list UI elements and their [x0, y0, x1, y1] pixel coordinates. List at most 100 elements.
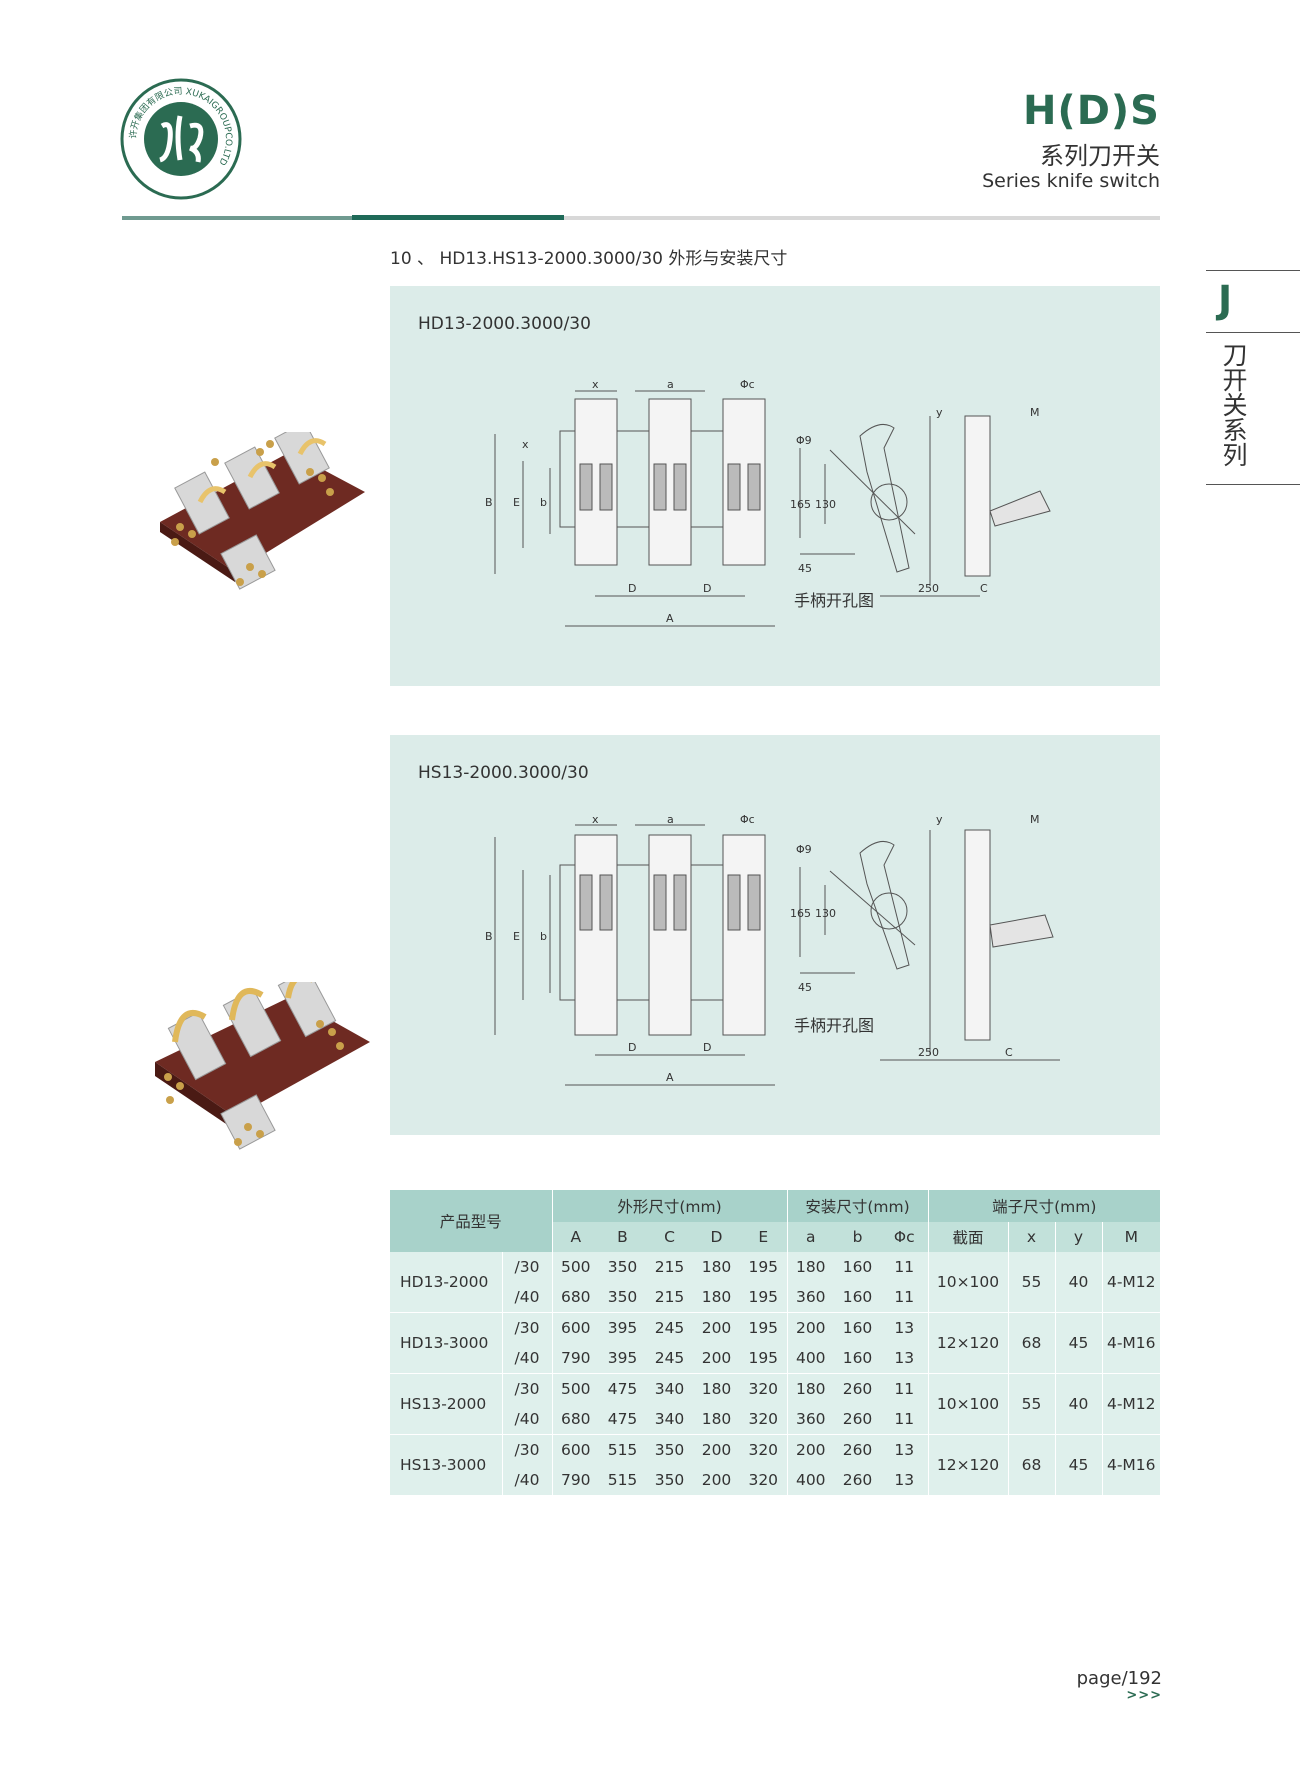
dim-45-label: 45 — [798, 562, 812, 575]
value-cell: 160 — [834, 1252, 881, 1282]
drawing-panel-hs13: HS13-2000.3000/30 — [390, 735, 1160, 1135]
value-cell: 180 — [786, 1252, 834, 1282]
col-header: D — [693, 1222, 740, 1252]
variant-cell: /40 — [501, 1343, 552, 1374]
value-cell: 200 — [786, 1434, 834, 1465]
value-cell: 350 — [646, 1465, 693, 1495]
terminal-section-cell: 12×120 — [927, 1312, 1008, 1374]
dim-y-label: y — [936, 813, 943, 826]
dim-m-label: M — [1030, 406, 1040, 419]
header-terminal-dims: 端子尺寸(mm) — [927, 1190, 1160, 1222]
dim-C-label: C — [1005, 1046, 1013, 1059]
dim-B-label: B — [485, 930, 493, 943]
value-cell: 320 — [740, 1434, 787, 1465]
value-cell: 215 — [646, 1252, 693, 1282]
value-cell: 475 — [599, 1373, 646, 1404]
terminal-m-cell: 4-M12 — [1101, 1252, 1160, 1313]
value-cell: 400 — [786, 1465, 834, 1495]
value-cell: 500 — [551, 1252, 599, 1282]
value-cell: 160 — [834, 1282, 881, 1313]
dim-D-label: D — [703, 582, 711, 595]
tab-divider — [1206, 332, 1300, 333]
col-header: b — [834, 1222, 881, 1252]
dim-phic-label: Φc — [740, 813, 755, 826]
value-cell: 500 — [551, 1373, 599, 1404]
col-header: y — [1054, 1222, 1102, 1252]
value-cell: 160 — [834, 1312, 881, 1343]
dim-x-label: x — [592, 378, 599, 391]
value-cell: 195 — [740, 1343, 787, 1374]
value-cell: 13 — [881, 1465, 928, 1495]
header-product-model: 产品型号 — [390, 1190, 552, 1252]
company-logo-icon: 许开集团有限公司 XUKAIGROUPCO.LTD — [120, 78, 242, 200]
dim-E-label: E — [513, 930, 520, 943]
value-cell: 260 — [834, 1373, 881, 1404]
col-header: E — [740, 1222, 787, 1252]
tab-divider — [1206, 484, 1300, 485]
value-cell: 600 — [551, 1434, 599, 1465]
value-cell: 11 — [881, 1252, 928, 1282]
dim-130-label: 130 — [815, 907, 836, 920]
value-cell: 245 — [646, 1312, 693, 1343]
value-cell: 200 — [693, 1312, 740, 1343]
col-header: A — [551, 1222, 599, 1252]
value-cell: 350 — [599, 1282, 646, 1313]
terminal-y-cell: 40 — [1054, 1252, 1102, 1313]
company-logo: 许开集团有限公司 XUKAIGROUPCO.LTD — [120, 78, 242, 200]
dim-D-label: D — [703, 1041, 711, 1054]
terminal-y-cell: 45 — [1054, 1434, 1102, 1495]
value-cell: 11 — [881, 1373, 928, 1404]
dim-b-label: b — [540, 930, 547, 943]
section-heading: 10 、 HD13.HS13-2000.3000/30 外形与安装尺寸 — [390, 249, 788, 269]
value-cell: 360 — [786, 1404, 834, 1435]
terminal-y-cell: 45 — [1054, 1312, 1102, 1374]
value-cell: 350 — [646, 1434, 693, 1465]
brand-subtitle-en: Series knife switch — [982, 170, 1160, 192]
dim-x-label: x — [592, 813, 599, 826]
dim-E-label: E — [513, 496, 520, 509]
terminal-section-cell: 10×100 — [927, 1252, 1008, 1313]
value-cell: 790 — [551, 1343, 599, 1374]
dim-phic-label: Φc — [740, 378, 755, 391]
value-cell: 195 — [740, 1252, 787, 1282]
section-tab-label: 刀开关系列 — [1219, 342, 1248, 467]
dim-phi9-label: Φ9 — [796, 843, 812, 856]
value-cell: 200 — [693, 1434, 740, 1465]
outline-drawing-hd13: x x a Φc Φ9 y M B E b 165 130 45 250 C D… — [485, 378, 1051, 627]
value-cell: 195 — [740, 1282, 787, 1313]
next-page-arrows: >>> — [1126, 1688, 1162, 1703]
value-cell: 515 — [599, 1434, 646, 1465]
value-cell: 215 — [646, 1282, 693, 1313]
dim-250-label: 250 — [918, 582, 939, 595]
drawing-panel-hd13: HD13-2000.3000/30 — [390, 286, 1160, 686]
model-cell: HS13-3000 — [390, 1434, 502, 1495]
col-header: x — [1007, 1222, 1055, 1252]
terminal-y-cell: 40 — [1054, 1373, 1102, 1435]
value-cell: 320 — [740, 1465, 787, 1495]
value-cell: 160 — [834, 1343, 881, 1374]
dim-45-label: 45 — [798, 981, 812, 994]
value-cell: 320 — [740, 1373, 787, 1404]
col-header: Φc — [881, 1222, 928, 1252]
dim-D-label: D — [628, 582, 636, 595]
variant-cell: /30 — [501, 1434, 552, 1465]
terminal-m-cell: 4-M12 — [1101, 1373, 1160, 1435]
header-outline-dims: 外形尺寸(mm) — [551, 1190, 787, 1222]
value-cell: 515 — [599, 1465, 646, 1495]
col-header: C — [646, 1222, 693, 1252]
dim-A-label: A — [666, 1071, 674, 1084]
col-header: a — [786, 1222, 834, 1252]
dim-165-label: 165 — [790, 907, 811, 920]
terminal-m-cell: 4-M16 — [1101, 1312, 1160, 1374]
value-cell: 400 — [786, 1343, 834, 1374]
value-cell: 245 — [646, 1343, 693, 1374]
dim-D-label: D — [628, 1041, 636, 1054]
terminal-x-cell: 55 — [1007, 1252, 1055, 1313]
dim-C-label: C — [980, 582, 988, 595]
value-cell: 200 — [786, 1312, 834, 1343]
variant-cell: /40 — [501, 1465, 552, 1495]
dim-phi9-label: Φ9 — [796, 434, 812, 447]
